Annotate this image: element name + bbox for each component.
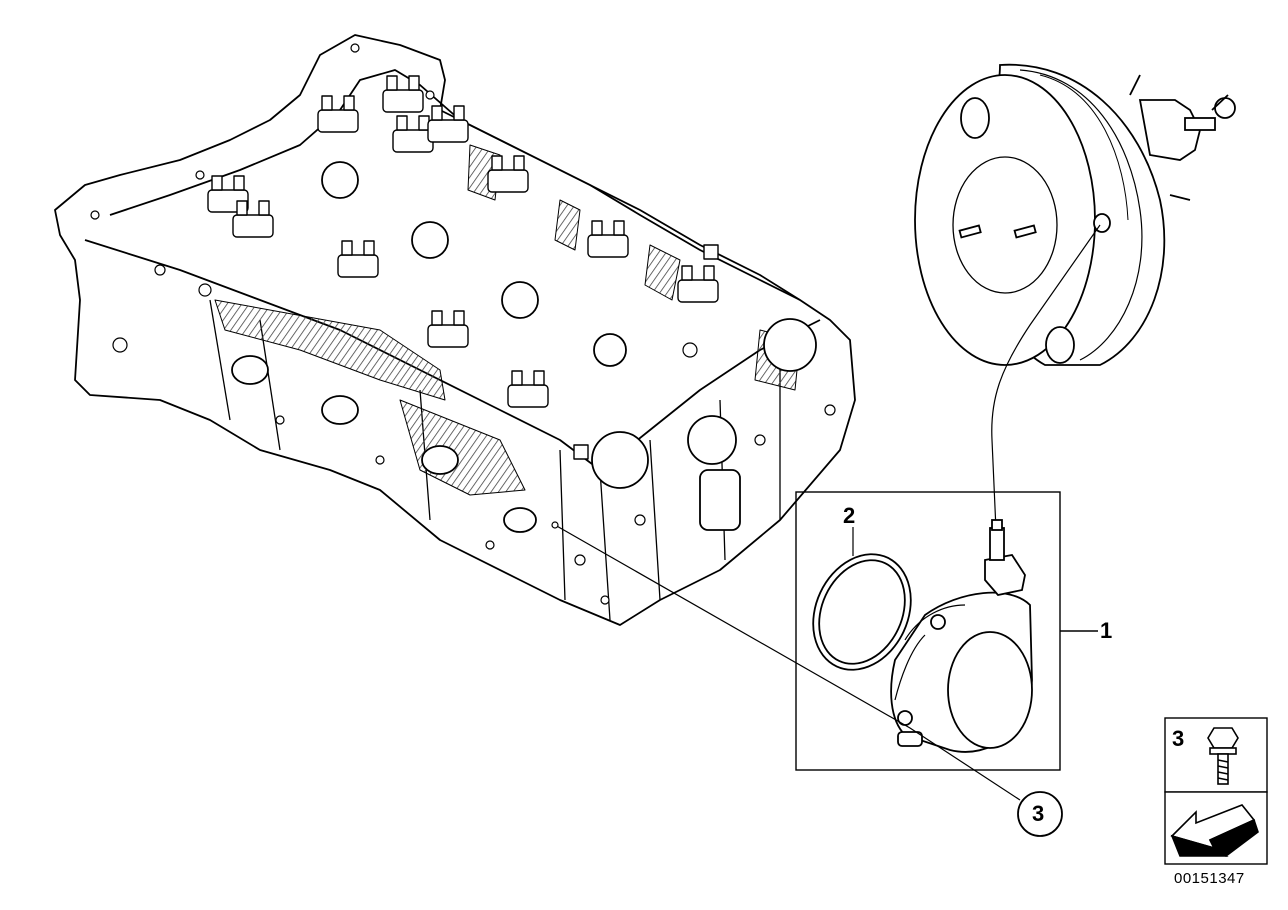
- brake-booster-icon: [914, 63, 1236, 366]
- o-ring-icon: [812, 553, 912, 671]
- bolt-marker: [551, 521, 559, 529]
- callout-3-circle: [1017, 791, 1063, 837]
- vacuum-hose-line: [991, 224, 1101, 531]
- direction-arrow-icon: [1170, 804, 1259, 857]
- callout-1: 1: [1100, 618, 1113, 643]
- diagram-reference-number: 00151347: [1174, 870, 1245, 887]
- callout-2: 2: [843, 503, 856, 528]
- vacuum-pump-icon: [890, 519, 1033, 753]
- legend-callout-3: 3: [1172, 726, 1185, 751]
- bolt-icon: [1207, 727, 1239, 785]
- callout-3: 3: [1032, 801, 1045, 826]
- bolt-position-line: [554, 524, 1021, 801]
- cylinder-head-icon: [54, 34, 856, 626]
